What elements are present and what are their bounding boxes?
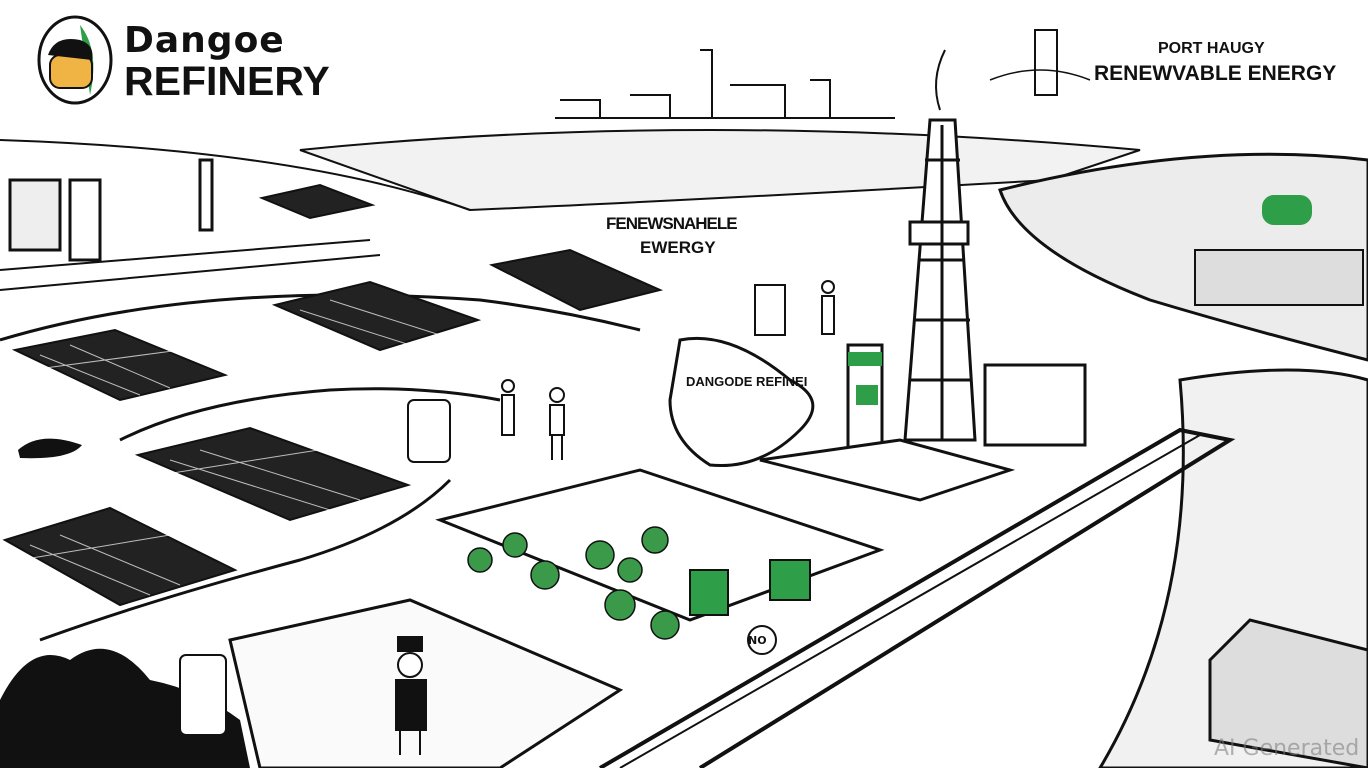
refinery-tower bbox=[759, 49, 1087, 502]
person bbox=[501, 379, 515, 393]
tank bbox=[179, 654, 227, 736]
solar-panel bbox=[134, 426, 412, 522]
top-right-subtitle: PORT HAUGY bbox=[1158, 40, 1265, 57]
no-sign-text: NO bbox=[748, 634, 767, 647]
refinery-label: DANGODE REFINEI bbox=[686, 374, 808, 389]
solar-panel bbox=[271, 280, 482, 352]
person bbox=[821, 280, 835, 294]
logo-text-bottom: REFINERY bbox=[124, 58, 330, 104]
trees bbox=[467, 526, 680, 640]
person bbox=[397, 652, 423, 678]
building-bottom-right bbox=[1208, 618, 1368, 768]
green-machine bbox=[689, 569, 729, 616]
solar-panel bbox=[258, 183, 376, 220]
green-machine bbox=[769, 559, 811, 601]
solar-panel bbox=[2, 506, 238, 607]
top-right-title: RENEWVABLE ENERGY bbox=[1094, 62, 1337, 85]
watermark: AI Generated bbox=[1214, 736, 1360, 761]
warehouse bbox=[1194, 249, 1364, 306]
solar-panels bbox=[2, 183, 664, 607]
factory-building bbox=[8, 178, 62, 252]
green-tree bbox=[1262, 195, 1312, 225]
bridge-road bbox=[598, 427, 1236, 768]
solar-panel bbox=[488, 248, 664, 312]
no-sign bbox=[747, 625, 777, 655]
refinery-map-outline bbox=[668, 336, 815, 468]
skyline bbox=[555, 49, 895, 119]
center-label-line2: EWERGY bbox=[640, 238, 716, 257]
logo-text-top: Dangoe bbox=[124, 20, 285, 61]
tank bbox=[407, 399, 451, 463]
building bbox=[983, 363, 1087, 447]
person bbox=[549, 387, 565, 403]
kiosk bbox=[754, 284, 786, 336]
black-bushes bbox=[0, 648, 250, 768]
solar-panel bbox=[11, 328, 229, 402]
distant-tower bbox=[1034, 29, 1058, 96]
logo-emblem-icon bbox=[37, 15, 113, 105]
center-label-line1: FENEWSNAHELE bbox=[606, 214, 738, 233]
